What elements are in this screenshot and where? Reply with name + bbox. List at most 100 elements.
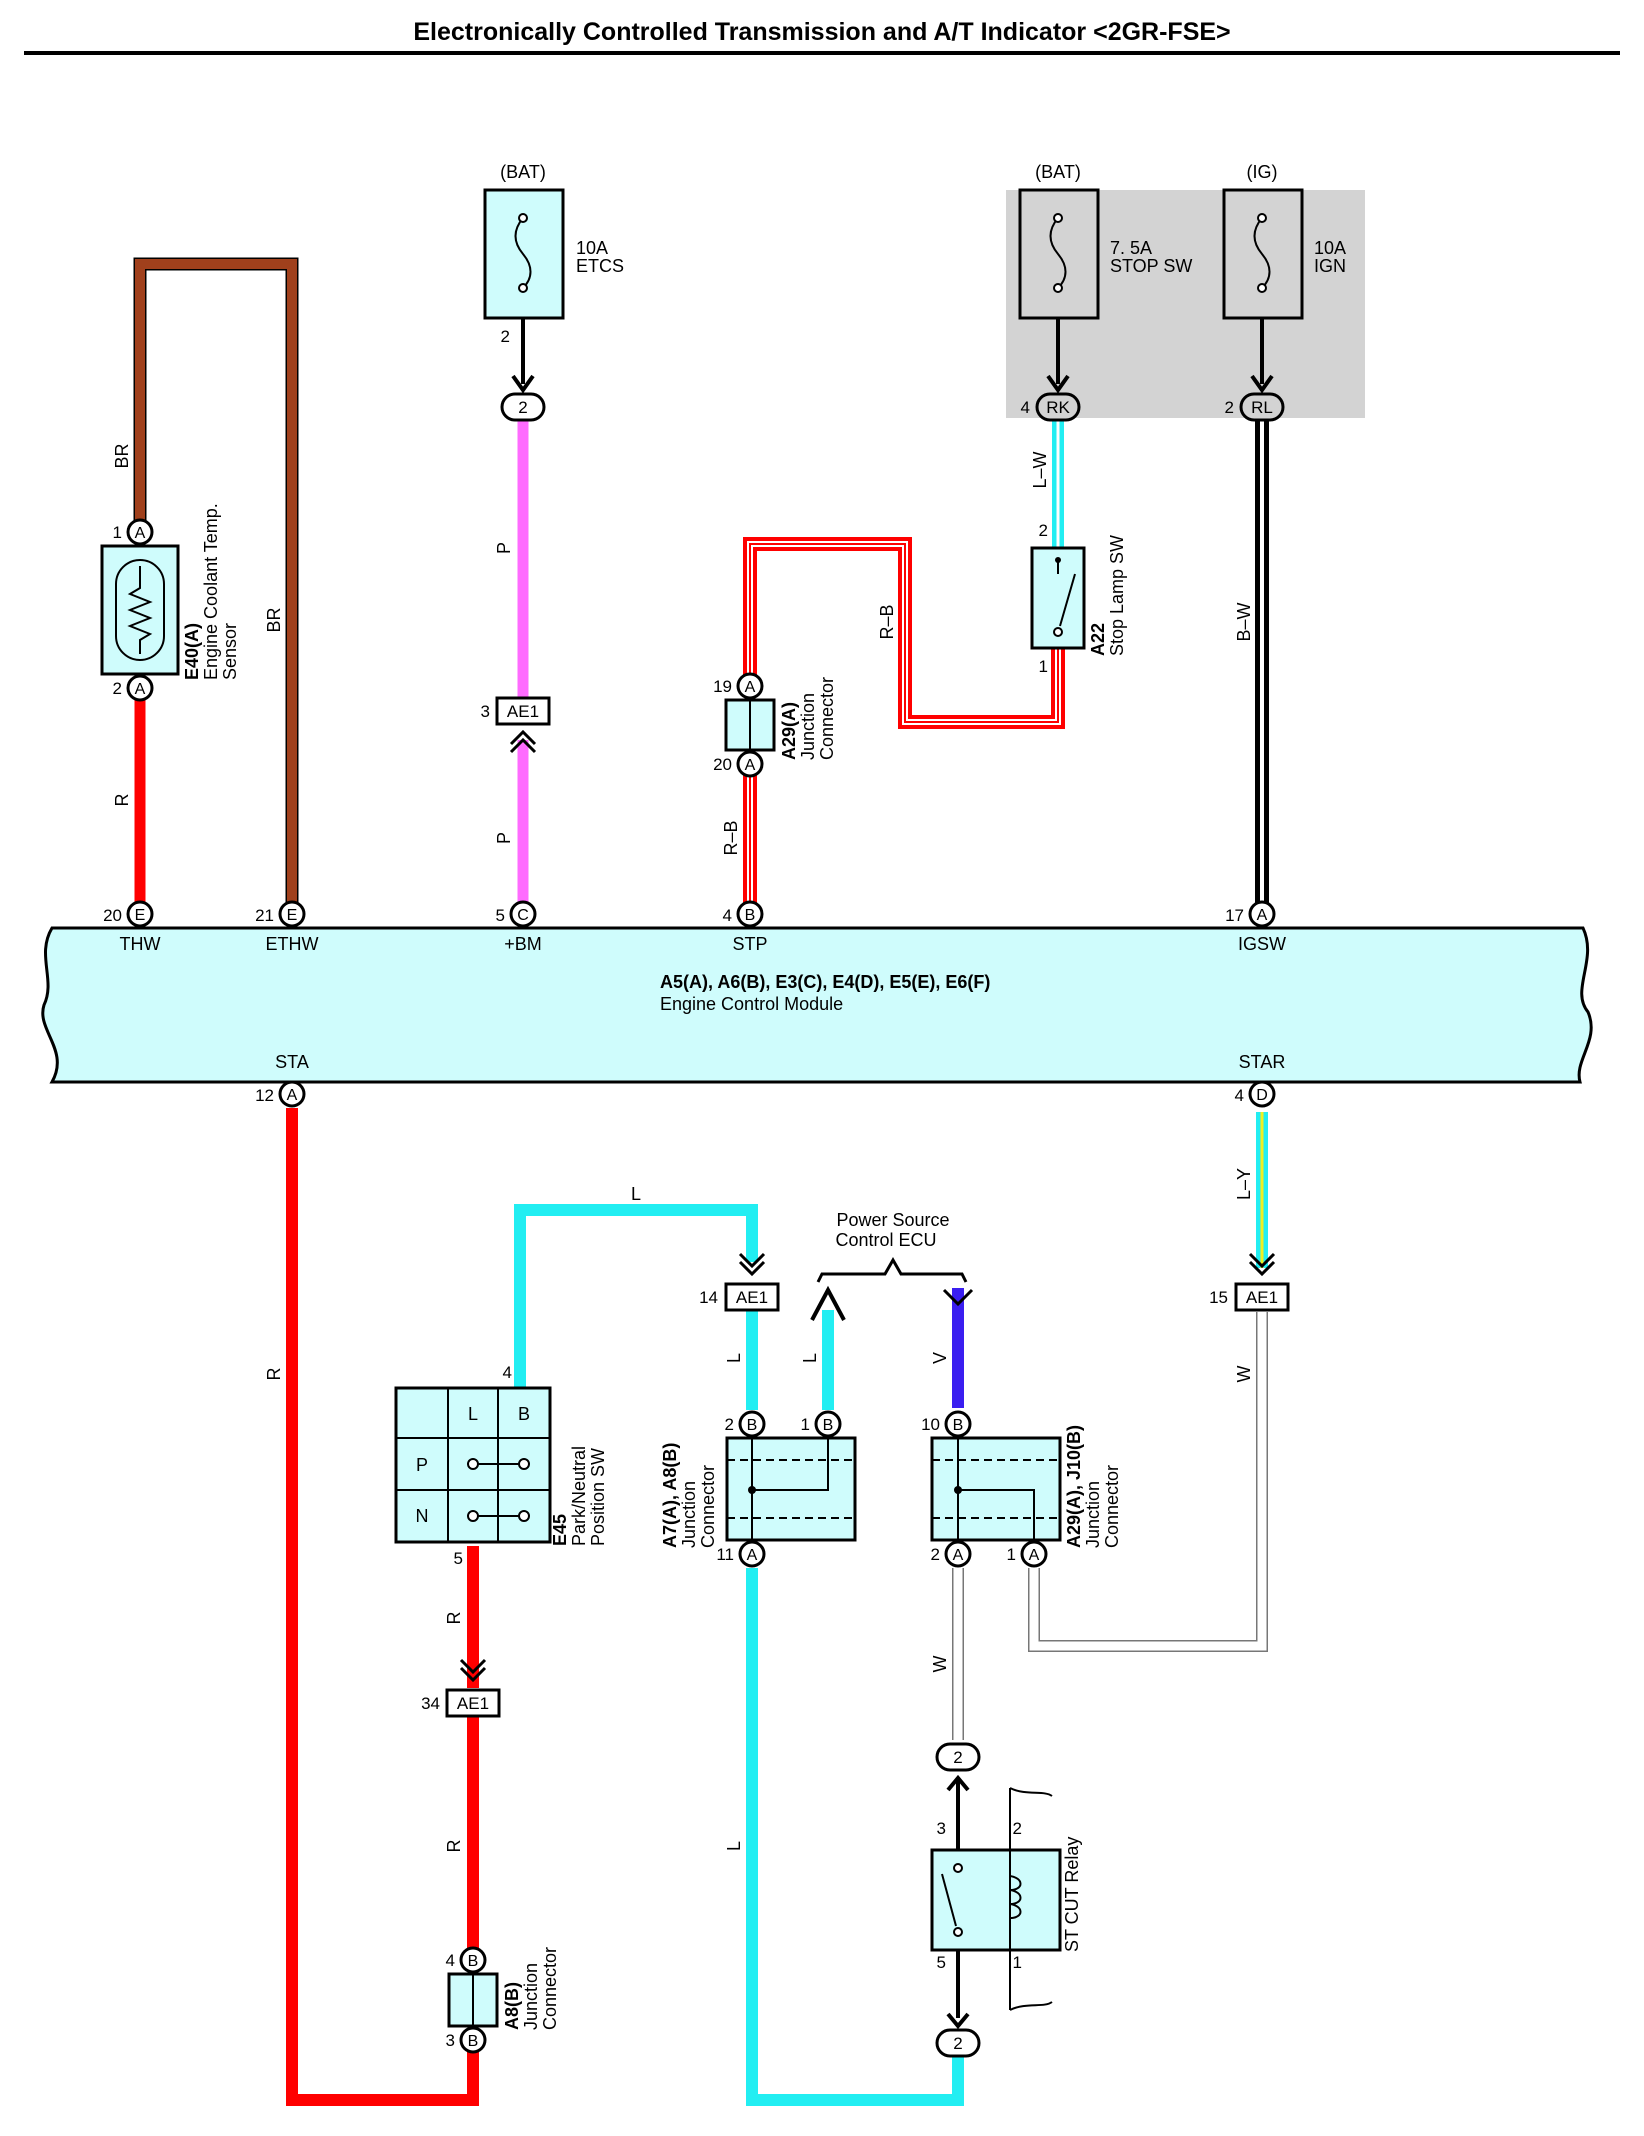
chevron-down-icon	[1046, 374, 1070, 394]
stop-sw-pin-bottom: 1	[1039, 657, 1048, 676]
ecm-pin-ethw: E 21 ETHW	[255, 900, 319, 954]
round-connector	[935, 2028, 981, 2058]
jc-pin: 2	[725, 1415, 734, 1434]
relay-lead-curve	[1009, 1787, 1053, 1797]
jc-conn: B	[823, 1417, 834, 1434]
fuse-ign-name: IGN	[1314, 256, 1346, 276]
junction-a8b: B 4 B 3 A8(B) Junction Connector	[446, 1946, 560, 2054]
ae1-pin: 34	[421, 1694, 440, 1713]
wire-label: W	[1234, 1366, 1254, 1383]
junction-a7-a8: B 2 B 1 A 11 A7(A), A8(B) Junction Conne…	[660, 1410, 857, 1568]
jc-name-1: Junction	[679, 1481, 699, 1548]
engine-control-module: A5(A), A6(B), E3(C), E4(D), E5(E), E6(F)…	[41, 900, 1593, 1108]
power-source-ecu: Power Source Control ECU	[810, 1210, 974, 1321]
round-connector	[1239, 392, 1285, 422]
pnp-row2: N	[416, 1506, 429, 1526]
fuse-out-connectors: 2 RK 4 RL 2	[500, 392, 1285, 422]
wire-label: L	[724, 1841, 744, 1851]
stop-sw-labels: A22 Stop Lamp SW	[1088, 535, 1127, 656]
pin-label: STA	[275, 1052, 309, 1072]
pin-num: 4	[723, 906, 732, 925]
fuse-terminal	[518, 213, 528, 223]
jc-pin: 2	[931, 1545, 940, 1564]
junction-a29: A 19 A 20 A29(A) Junction Connector	[713, 672, 837, 778]
ecm-pin-bm: C 5 +BM	[496, 900, 542, 954]
sensor-body	[100, 544, 180, 676]
chevron-down-icon	[738, 1252, 766, 1277]
ecm-name: Engine Control Module	[660, 994, 843, 1014]
pin-label: THW	[120, 934, 161, 954]
fuse-arrows	[511, 374, 1274, 394]
ae1-pin: 14	[699, 1288, 718, 1307]
fuse-terminal	[1053, 283, 1063, 293]
wire-label: BR	[112, 443, 132, 468]
pin-conn: A	[1257, 907, 1268, 924]
pnp-contact-dot	[518, 1510, 530, 1522]
relay-labels: ST CUT Relay	[1062, 1837, 1082, 1952]
ae1-label: AE1	[507, 702, 539, 721]
relay-top-connector: 2	[953, 1748, 962, 1767]
pin-label: ETHW	[266, 934, 319, 954]
wire-label: W	[930, 1656, 950, 1673]
fuse-terminal	[518, 283, 528, 293]
pin-circle	[736, 900, 764, 928]
chevron-down-icon	[946, 2012, 970, 2030]
sensor-name-2: Sensor	[220, 623, 240, 680]
ae1-box	[1234, 1282, 1290, 1312]
ae1-pin: 15	[1209, 1288, 1228, 1307]
fuse-etcs-rating: 10A	[576, 238, 608, 258]
pin-circle	[944, 1410, 972, 1438]
sensor-pin1: 1	[113, 523, 122, 542]
relay-contact	[953, 1927, 963, 1937]
jc-labels: A7(A), A8(B) Junction Connector	[660, 1443, 718, 1548]
chevron-down-icon	[1248, 1252, 1276, 1277]
pnp-pin-top: 4	[503, 1363, 512, 1382]
pnp-contact-dot	[467, 1510, 479, 1522]
a8b-id: A8(B)	[502, 1982, 522, 2030]
ecu-line1: Power Source	[836, 1210, 949, 1230]
wires	[133, 257, 1269, 2106]
round-connector	[500, 392, 546, 422]
thermistor-icon	[115, 559, 165, 661]
ae1-connector-15: AE1 15	[1209, 1252, 1290, 1312]
wire-label: P	[494, 832, 514, 844]
fuse-terminal	[1257, 213, 1267, 223]
fuse-etcs-name: ETCS	[576, 256, 624, 276]
ecu-line2: Control ECU	[835, 1230, 936, 1250]
pin-circle	[736, 750, 764, 778]
wire-label: L	[724, 1353, 744, 1363]
chevron-down-icon	[1250, 374, 1274, 394]
ecm-pin-star: STAR D 4	[1235, 1052, 1285, 1108]
wire-br-fill	[135, 259, 297, 908]
round-connector-label: 2	[518, 398, 527, 417]
wire-label: B–W	[1234, 602, 1254, 641]
fuse-stop-sw: (BAT) 7. 5A STOP SW	[1018, 162, 1192, 384]
pnp-col2: B	[518, 1404, 530, 1424]
relay-pin1: 1	[1013, 1953, 1022, 1972]
ecm-pin-stp: B 4 STP	[723, 900, 768, 954]
page-title: Electronically Controlled Transmission a…	[413, 18, 1231, 46]
pnp-pin-bottom: 5	[454, 1549, 463, 1568]
coolant-temp-sensor: A 1 A 2 E40(A) Engine Coolant Temp. Sens…	[100, 503, 240, 702]
stop-lamp-switch: 2 1 A22 Stop Lamp SW	[1030, 521, 1127, 676]
ecm-body	[41, 926, 1593, 1084]
chevron-down-icon	[511, 374, 535, 394]
ae1-label: AE1	[1246, 1288, 1278, 1307]
pin-circle	[459, 1946, 487, 1974]
pin-conn: B	[745, 907, 756, 924]
wire-label: R–B	[721, 820, 741, 855]
relay-lead-curve	[1009, 2001, 1053, 2011]
sensor-conn1: A	[135, 525, 146, 542]
wire-r-sta	[286, 1108, 479, 2106]
pin-circle	[278, 1080, 306, 1108]
arrow-up-icon	[810, 1285, 846, 1321]
pin-num: 5	[496, 906, 505, 925]
relay-pin3: 3	[937, 1819, 946, 1838]
st-cut-relay: 2 3 2 5 1 2 ST CUT Relay	[930, 1742, 1082, 2058]
jc-pin: 10	[921, 1415, 940, 1434]
wire-label: L	[800, 1353, 820, 1363]
ae1-label: AE1	[736, 1288, 768, 1307]
pin-circle	[459, 2026, 487, 2054]
pnp-name-2: Position SW	[588, 1448, 608, 1546]
pnp-labels: E45 Park/Neutral Position SW	[550, 1446, 608, 1546]
